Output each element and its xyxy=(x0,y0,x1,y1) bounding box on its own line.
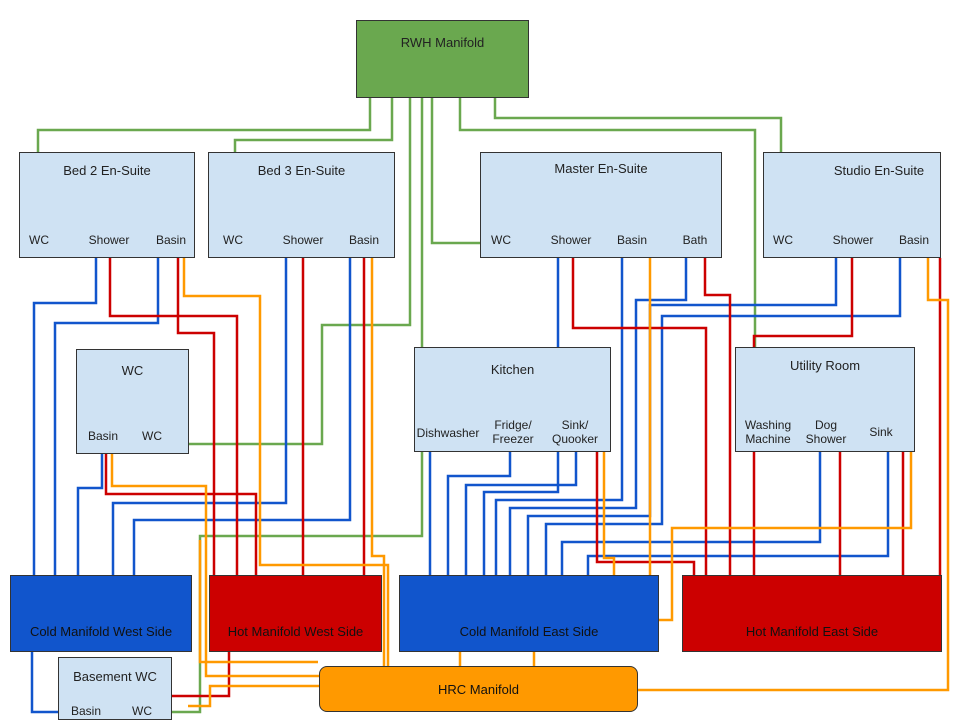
room-title: Master En-Suite xyxy=(554,161,648,176)
manifold-label: Cold Manifold West Side xyxy=(29,624,173,639)
fixture-wc: WC xyxy=(29,233,49,247)
room-bed2-en-suite: Bed 2 En-Suite WC Shower Basin xyxy=(19,152,195,258)
fixture-bath: Bath xyxy=(682,233,708,247)
cold-pipes xyxy=(30,258,902,714)
cold-pipe-bed2-shower xyxy=(32,258,98,575)
hrc-pipe-west-loop xyxy=(198,540,318,664)
fixture-wc: WC xyxy=(142,429,162,443)
cold-pipe-master-basin xyxy=(494,258,624,575)
cold-pipe-fridge xyxy=(446,452,512,575)
hrc-pipes xyxy=(110,258,950,708)
rwh-pipe-wc-room xyxy=(172,98,412,446)
cold-pipe-sink-quooker xyxy=(464,452,578,575)
fixture-shower: Shower xyxy=(88,233,130,247)
fixture-sink-quooker: Sink/ Quooker xyxy=(552,418,598,446)
cold-pipe-bed2-basin xyxy=(53,258,160,575)
fixture-basin: Basin xyxy=(348,233,380,247)
room-title: Studio En-Suite xyxy=(833,163,925,178)
fixture-shower: Shower xyxy=(282,233,324,247)
room-basement-wc: Basement WC Basin WC xyxy=(58,657,172,720)
cold-pipe-master-bath xyxy=(508,258,688,575)
fixture-basin: Basin xyxy=(155,233,187,247)
fixture-wc: WC xyxy=(491,233,511,247)
room-title: Bed 3 En-Suite xyxy=(257,163,346,178)
room-title: WC xyxy=(121,363,144,378)
fixture-dog-line1: Dog xyxy=(814,418,837,432)
hot-pipe-master-shower xyxy=(571,258,708,575)
fixture-fridge-line1: Fridge/ xyxy=(494,418,532,432)
cold-manifold-west: Cold Manifold West Side xyxy=(10,575,192,652)
rwh-manifold: RWH Manifold xyxy=(356,20,529,98)
hot-pipe-bed2-shower xyxy=(108,258,239,575)
hot-manifold-west: Hot Manifold West Side xyxy=(209,575,382,652)
cold-pipe-bed3-shower xyxy=(111,258,288,575)
fixture-basin: Basin xyxy=(616,233,648,247)
hrc-pipe-bed3-basin xyxy=(370,258,386,666)
fixture-wc: WC xyxy=(223,233,243,247)
fixture-sink-line1: Sink/ xyxy=(561,418,589,432)
room-studio-en-suite: Studio En-Suite WC Shower Basin xyxy=(763,152,941,258)
fixture-wc: WC xyxy=(773,233,793,247)
hot-pipe-wc-basin xyxy=(104,454,258,575)
room-kitchen: Kitchen Dishwasher Fridge/ Freezer Sink/… xyxy=(414,347,611,452)
room-title: Basement WC xyxy=(73,669,157,684)
cold-pipe-basement-basin xyxy=(30,652,60,714)
hrc-manifold: HRC Manifold xyxy=(319,666,638,712)
fixture-sink: Sink xyxy=(869,425,893,439)
fixture-fridge-line2: Freezer xyxy=(492,432,534,446)
cold-manifold-east: Cold Manifold East Side xyxy=(399,575,659,652)
hot-pipe-studio-shower xyxy=(752,258,854,575)
cold-pipe-studio-basin xyxy=(544,258,902,575)
room-title: Utility Room xyxy=(789,358,861,373)
manifold-label: Hot Manifold West Side xyxy=(227,624,364,639)
hrc-pipe-basement xyxy=(188,684,320,708)
fixture-sink-line2: Quooker xyxy=(551,432,599,446)
room-utility: Utility Room Washing Machine Dog Shower … xyxy=(735,347,915,452)
rwh-manifold-label: RWH Manifold xyxy=(400,35,485,50)
cold-pipe-bed3-basin xyxy=(132,258,352,575)
hrc-pipe-studio-basin xyxy=(638,258,950,692)
room-wc: WC Basin WC xyxy=(76,349,189,454)
fixture-dishwasher: Dishwasher xyxy=(416,426,480,440)
hot-pipe-master-bath xyxy=(703,258,732,575)
manifold-label: Cold Manifold East Side xyxy=(459,624,599,639)
fixture-basin: Basin xyxy=(898,233,930,247)
hot-pipe-sink-quooker xyxy=(595,452,696,575)
fixture-shower: Shower xyxy=(550,233,592,247)
rwh-pipe-master-wc xyxy=(430,98,486,245)
rwh-pipe-washing-machine xyxy=(458,98,757,416)
cold-pipe-wc-basin xyxy=(76,454,104,575)
fixture-dog-shower: Dog Shower xyxy=(806,418,847,446)
fixture-washing-line2: Machine xyxy=(745,432,791,446)
fixture-basin: Basin xyxy=(70,704,102,718)
fixture-basin: Basin xyxy=(87,429,119,443)
fixture-dog-line2: Shower xyxy=(805,432,847,446)
room-title: Bed 2 En-Suite xyxy=(63,163,151,178)
hot-manifold-east: Hot Manifold East Side xyxy=(682,575,942,652)
cold-pipe-utility-sink xyxy=(586,452,890,575)
room-title: Kitchen xyxy=(490,362,535,377)
hot-pipe-bed2-basin xyxy=(176,258,216,575)
manifold-label: Hot Manifold East Side xyxy=(745,624,879,639)
fixture-wc: WC xyxy=(132,704,152,718)
room-master-en-suite: Master En-Suite WC Shower Basin Bath xyxy=(480,152,722,258)
manifold-label: HRC Manifold xyxy=(438,682,519,697)
hrc-pipe-bed2-basin xyxy=(182,258,390,666)
cold-pipe-utility-dog-shower xyxy=(560,452,822,575)
fixture-washing-line1: Washing xyxy=(744,418,792,432)
fixture-fridge-freezer: Fridge/ Freezer xyxy=(492,418,533,446)
hrc-pipe-utility-sink xyxy=(638,452,913,622)
fixture-washing-machine: Washing Machine xyxy=(745,418,791,446)
fixture-shower: Shower xyxy=(832,233,874,247)
room-bed3-en-suite: Bed 3 En-Suite WC Shower Basin xyxy=(208,152,395,258)
hrc-pipe-wc-basin xyxy=(110,454,320,678)
